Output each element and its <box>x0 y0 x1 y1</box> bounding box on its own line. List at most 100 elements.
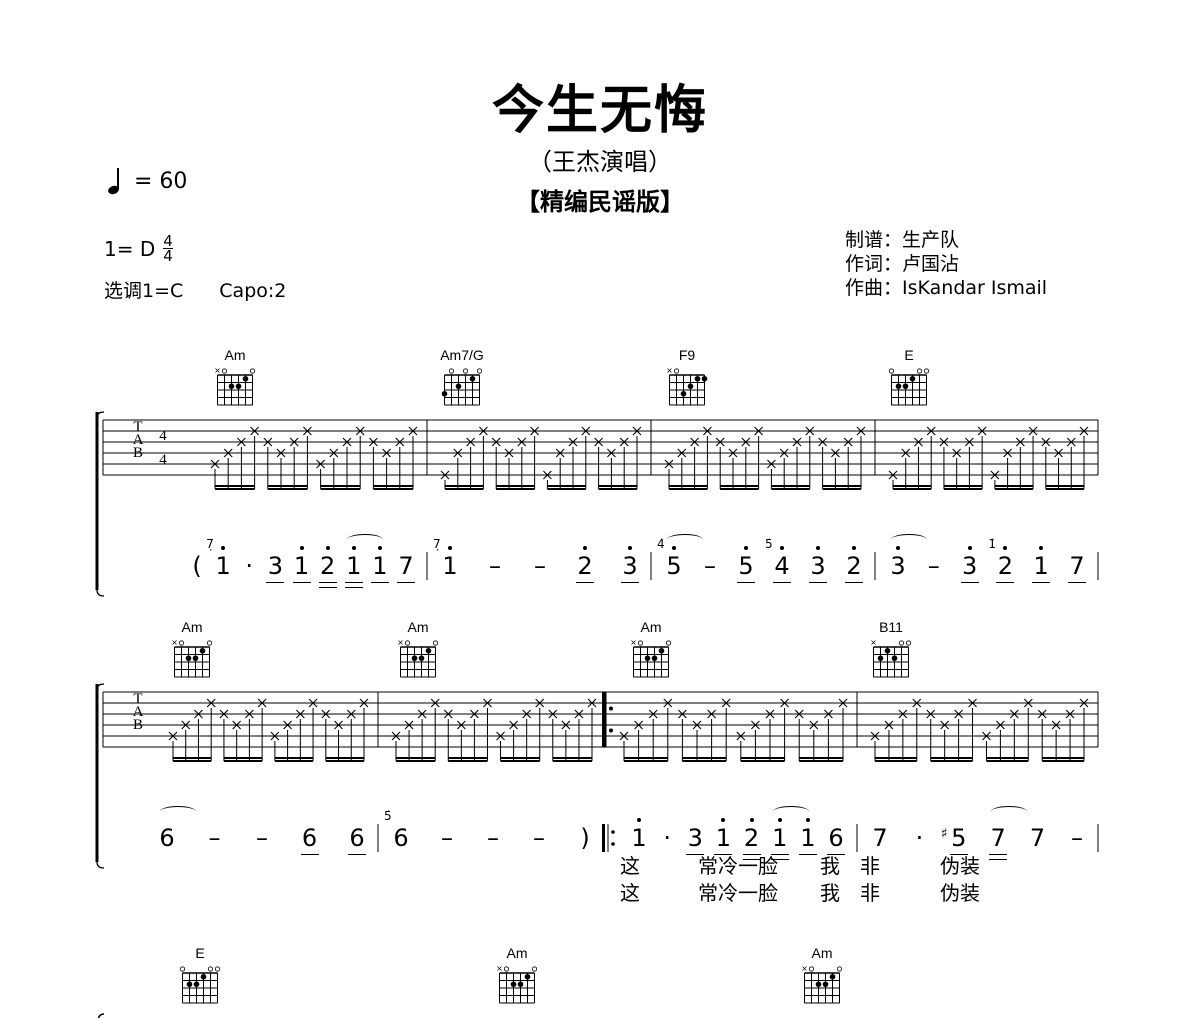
tab-note-x <box>1054 448 1063 458</box>
chord-name: F9 <box>679 347 696 363</box>
note-digit: 3 <box>267 552 284 580</box>
tab-note-x <box>728 448 738 458</box>
muted-string-icon: × <box>397 638 404 647</box>
jianpu-note: 6 <box>826 824 845 855</box>
note-digit: 5 <box>666 552 682 580</box>
eighth-underline <box>266 582 285 583</box>
muted-string-icon: × <box>171 638 178 647</box>
open-string-icon <box>888 368 895 374</box>
tab-note-x <box>809 720 819 730</box>
tab-note-x <box>219 709 229 719</box>
time-sig-top: 4 <box>163 232 173 250</box>
high-octave-dot <box>637 818 641 822</box>
finger-dot <box>895 383 902 390</box>
tab-note-x <box>898 709 908 719</box>
tab-note-x <box>678 709 687 719</box>
jianpu-note: 1 <box>798 818 817 855</box>
jianpu-note: 7 <box>397 552 415 583</box>
high-octave-dot <box>744 546 748 550</box>
tab-note-x <box>263 437 273 447</box>
grace-note: 5̇ <box>384 809 392 823</box>
tab-note-x <box>522 709 532 719</box>
credits: 制谱：生产队 作词：卢国沾 作曲：IsKandar Ismail <box>845 228 1047 300</box>
jianpu-note: – <box>486 552 504 580</box>
tab-note-x <box>954 709 963 719</box>
finger-dot <box>829 973 836 980</box>
tab-note-x <box>555 448 565 458</box>
tab-note-x <box>1023 698 1033 708</box>
jianpu-note: 7 <box>871 824 889 852</box>
finger-dot <box>884 647 891 654</box>
note-digit: 7 <box>990 824 1006 852</box>
tab-note-x <box>690 437 699 447</box>
tab-note-x <box>1066 437 1076 447</box>
tab-note-x <box>466 437 475 447</box>
finger-dot <box>687 383 694 390</box>
note-digit: – <box>704 552 716 580</box>
tab-note-x <box>965 437 974 447</box>
tab-note-x <box>1079 698 1089 708</box>
finger-dot <box>193 981 200 988</box>
tab-note-x <box>926 426 936 436</box>
quarter-note-icon <box>108 168 120 194</box>
chord-diagram-b11: B11× <box>870 619 912 678</box>
grace-note: 7̣ <box>433 537 441 551</box>
tab-note-x <box>831 448 840 458</box>
open-string-icon <box>898 640 905 646</box>
eighth-underline <box>348 854 366 855</box>
note-digit: – <box>534 552 546 580</box>
singer-subtitle: （王杰演唱） <box>528 148 672 176</box>
open-string-icon <box>836 966 843 972</box>
note-digit: 1 <box>1033 552 1049 580</box>
open-string-icon <box>673 368 680 374</box>
sixteenth-underline <box>989 859 1008 860</box>
chord-name: Am <box>812 945 833 961</box>
capo-label: Capo:2 <box>219 280 287 302</box>
tab-note-x <box>594 437 603 447</box>
open-string-icon <box>503 966 510 972</box>
note-digit: – <box>533 824 545 852</box>
eighth-underline <box>996 582 1015 583</box>
eighth-underline <box>809 582 827 583</box>
open-string-icon <box>207 966 214 972</box>
lyric-word: 我 <box>820 881 840 905</box>
jianpu-note: ) <box>576 824 594 852</box>
jianpu-note: – <box>925 552 943 580</box>
finger-dot <box>517 981 524 988</box>
finger-dot <box>411 655 418 662</box>
high-octave-dot <box>325 546 330 550</box>
high-octave-dot <box>805 818 810 822</box>
finger-dot <box>228 383 235 390</box>
note-digit: 3 <box>890 552 906 580</box>
tie-arc <box>772 806 809 817</box>
chord-name: Am7/G <box>440 347 484 363</box>
jianpu-note: 3 <box>960 546 979 583</box>
tab-note-x <box>1028 426 1038 436</box>
chord-diagram-e: E <box>179 945 221 1004</box>
key-signature: 1= D 4 4 <box>104 232 173 264</box>
jianpu-note: 2 <box>845 546 863 583</box>
credit-transcriber: 制谱：生产队 <box>845 229 960 251</box>
note-digit: ) <box>580 824 590 852</box>
note-digit: 6 <box>159 824 175 852</box>
tab-note-x <box>417 709 427 719</box>
open-string-icon <box>221 368 228 374</box>
jianpu-note: – <box>206 824 224 852</box>
eighth-underline <box>798 854 817 855</box>
high-octave-dot <box>749 818 754 822</box>
note-digit: 3 <box>961 552 978 580</box>
note-digit: – <box>441 824 453 852</box>
tab-note-x <box>250 426 259 436</box>
jianpu-note: 3 <box>266 552 285 583</box>
tab-note-x <box>346 709 356 719</box>
tie-arc <box>991 806 1028 817</box>
tab-note-x <box>369 437 378 447</box>
